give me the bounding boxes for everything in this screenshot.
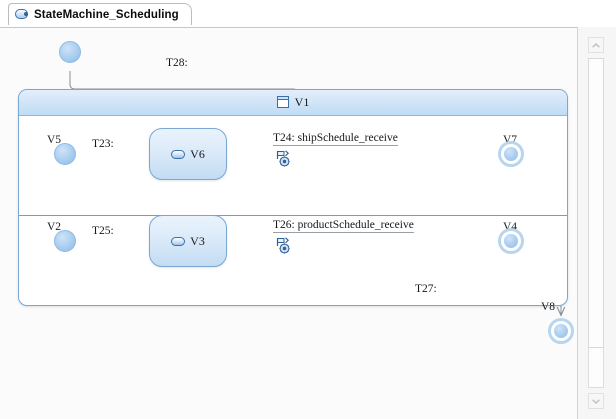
transition-label-t23[interactable]: T23: bbox=[92, 138, 114, 150]
receive-signal-icon bbox=[276, 237, 294, 254]
scroll-down-button[interactable] bbox=[588, 393, 604, 409]
transition-label-t26[interactable]: T26: productSchedule_receive bbox=[273, 219, 414, 233]
tab-statemachine-scheduling[interactable]: StateMachine_Scheduling bbox=[8, 3, 192, 25]
initial-pseudostate-v2[interactable] bbox=[54, 230, 76, 252]
scrollbar-thumb[interactable] bbox=[588, 58, 604, 348]
final-state-v4[interactable] bbox=[498, 228, 524, 254]
scroll-up-button[interactable] bbox=[588, 37, 604, 53]
chevron-down-icon bbox=[592, 399, 600, 404]
final-state-inner bbox=[554, 324, 568, 338]
vertex-label-v8: V8 bbox=[541, 301, 556, 313]
receive-signal-icon bbox=[276, 150, 294, 167]
final-state-inner bbox=[504, 147, 518, 161]
vertex-label-v2: V2 bbox=[47, 221, 62, 233]
initial-pseudostate-top[interactable] bbox=[59, 41, 81, 63]
final-state-v8[interactable] bbox=[548, 318, 574, 344]
simple-state-v3[interactable]: V3 bbox=[149, 215, 227, 267]
composite-state-name: V1 bbox=[294, 95, 310, 109]
state-name-v3: V3 bbox=[190, 233, 205, 248]
simple-state-v6[interactable]: V6 bbox=[149, 128, 227, 180]
final-state-inner bbox=[504, 234, 518, 248]
vertex-label-v5: V5 bbox=[47, 134, 62, 146]
initial-pseudostate-v5[interactable] bbox=[54, 143, 76, 165]
transition-label-t28[interactable]: T28: bbox=[166, 57, 188, 69]
transition-label-t24[interactable]: T24: shipSchedule_receive bbox=[273, 132, 398, 146]
chevron-up-icon bbox=[592, 43, 600, 48]
state-name-v6: V6 bbox=[190, 146, 205, 161]
state-machine-icon bbox=[15, 9, 29, 20]
simple-state-icon bbox=[171, 149, 186, 159]
diagram-canvas[interactable]: T28: V1 V5 T23: V6 T24: bbox=[0, 27, 577, 419]
simple-state-icon bbox=[171, 236, 186, 246]
composite-state-icon bbox=[276, 96, 290, 109]
composite-state-header: V1 bbox=[19, 90, 567, 116]
transition-label-t25[interactable]: T25: bbox=[92, 225, 114, 237]
tab-label: StateMachine_Scheduling bbox=[34, 8, 179, 21]
region-separator bbox=[19, 215, 567, 216]
composite-state-v1[interactable]: V1 V5 T23: V6 T24: shipSchedule_receive bbox=[18, 89, 568, 306]
editor-tab-bar: StateMachine_Scheduling bbox=[0, 0, 616, 28]
final-state-v7[interactable] bbox=[498, 141, 524, 167]
vertical-scrollbar[interactable] bbox=[577, 27, 616, 419]
transition-label-t27[interactable]: T27: bbox=[415, 283, 437, 295]
